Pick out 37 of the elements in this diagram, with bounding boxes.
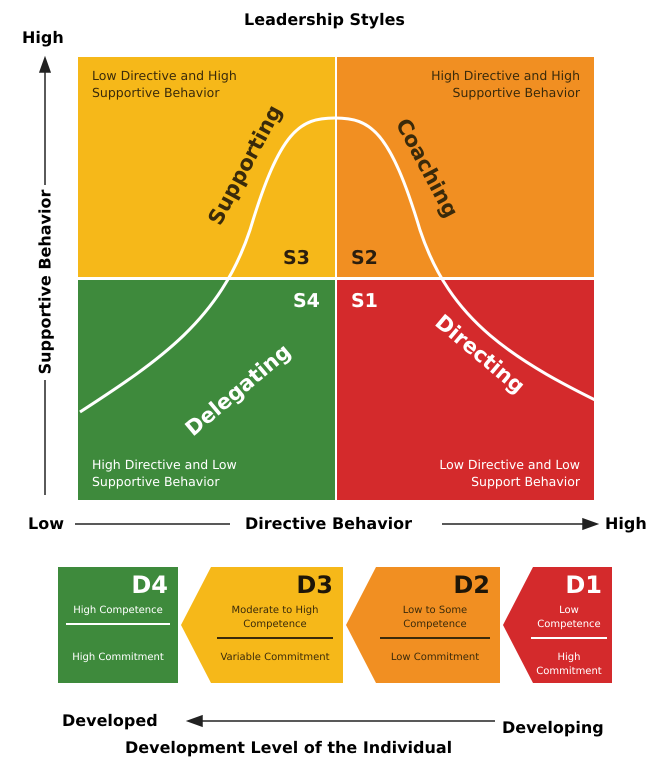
quadrant-panel	[337, 57, 594, 277]
level-code: D4	[131, 571, 168, 599]
quadrant-panel	[337, 280, 594, 500]
style-code: S2	[351, 247, 378, 269]
commitment-text: Low Commitment	[390, 651, 480, 665]
competence-text: Moderate to High Competence	[217, 604, 333, 639]
competence-text: High Competence	[66, 604, 170, 625]
quadrant-description: High Directive and Low Supportive Behavior	[92, 456, 238, 490]
style-code: S4	[293, 290, 320, 312]
axis-end-label: High	[605, 514, 647, 533]
quadrant-description: Low Directive and Low Support Behavior	[438, 456, 580, 490]
quadrant-description: Low Directive and High Supportive Behavior	[92, 67, 238, 101]
axis-title: Supportive Behavior	[36, 190, 54, 374]
commitment-text: High Commitment	[71, 651, 165, 665]
development-level-panel	[503, 567, 612, 683]
axis-end-label: Developed	[62, 711, 158, 730]
axis-end-label: Low	[28, 514, 64, 533]
commitment-text: High Commitment	[535, 651, 603, 679]
quadrant-panel	[78, 280, 335, 500]
axis-title: Development Level of the Individual	[125, 738, 452, 757]
competence-text: Low Competence	[531, 604, 607, 639]
title-text: Leadership Styles	[243, 10, 406, 29]
quadrant-panel	[78, 57, 335, 277]
commitment-text: Variable Commitment	[219, 651, 331, 665]
development-level-panel	[181, 567, 343, 683]
quadrant-description: High Directive and High Supportive Behavior	[430, 67, 580, 101]
level-code: D2	[453, 571, 490, 599]
level-code: D3	[296, 571, 333, 599]
axis-title: Directive Behavior	[245, 514, 412, 533]
level-code: D1	[565, 571, 602, 599]
competence-text: Low to Some Competence	[380, 604, 490, 639]
development-level-panel	[58, 567, 178, 683]
development-level-panel	[346, 567, 500, 683]
axis-end-label: Developing	[502, 718, 604, 737]
style-code: S3	[283, 247, 310, 269]
style-code: S1	[351, 290, 378, 312]
axis-end-label: High	[22, 28, 64, 47]
